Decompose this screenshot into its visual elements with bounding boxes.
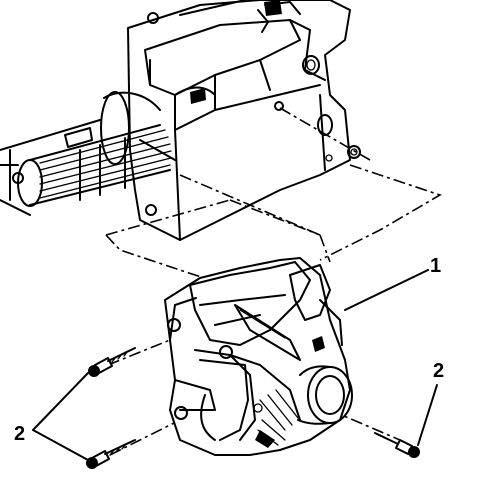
alignment-lines [105, 107, 442, 456]
screw-left-lower [86, 439, 136, 469]
leader-lines [32, 269, 438, 461]
screw-left-upper [88, 347, 136, 377]
lower-housing [164, 257, 353, 456]
callout-1: 1 [430, 255, 441, 277]
leader-1 [344, 269, 429, 311]
callout-2-right: 2 [433, 360, 444, 382]
screw-right [374, 432, 420, 458]
leader-2-upper [32, 372, 89, 431]
leader-2-right [417, 384, 438, 446]
leader-2-lower [32, 429, 89, 461]
steering-shaft [0, 91, 172, 216]
callout-2-left: 2 [14, 423, 25, 445]
column-housing [127, 0, 361, 241]
